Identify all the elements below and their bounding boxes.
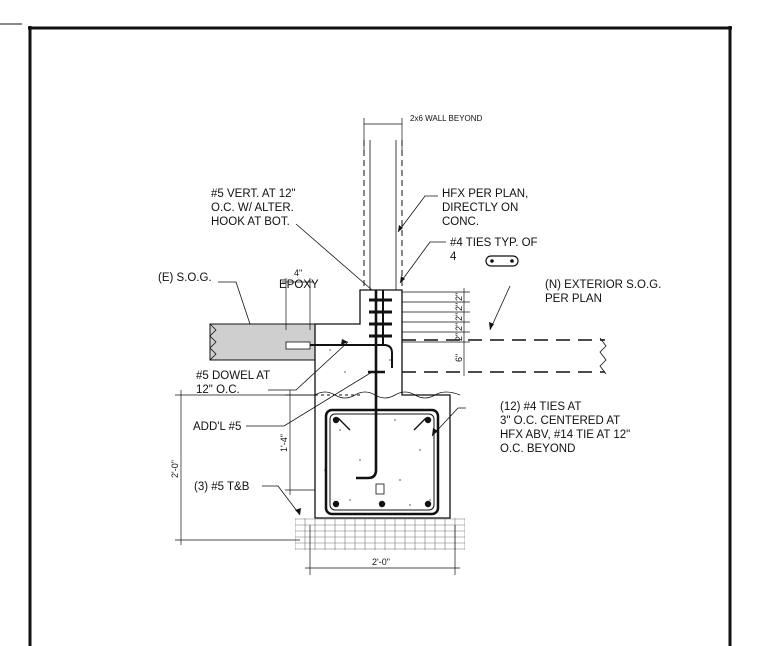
hfx-label-1: HFX PER PLAN, — [442, 188, 528, 200]
dowel-label-2: 12" O.C. — [196, 384, 240, 396]
sheet-border — [0, 23, 732, 646]
wall-beyond-label: 2x6 WALL BEYOND — [410, 114, 483, 123]
dim-2in-4: 2" — [454, 323, 464, 331]
wall-beyond — [363, 118, 403, 295]
epoxy-dim: 4" — [294, 268, 302, 278]
leader-lines — [218, 195, 511, 516]
tie-spacing-dims: 2" 2" 2" 2" 2" 6" — [454, 293, 464, 362]
ties-label-1: #4 TIES TYP. OF — [450, 237, 538, 249]
hfx-label-3: CONC. — [442, 216, 479, 228]
new-sog-label-2: PER PLAN — [545, 293, 602, 305]
new-sog-label-1: (N) EXTERIOR S.O.G. — [545, 279, 661, 291]
dim-slab-thk: 6" — [454, 354, 464, 362]
ties12-label-4: O.C. BEYOND — [500, 443, 575, 455]
vert-label-3: HOOK AT BOT. — [211, 216, 290, 228]
ties12-label-1: (12) #4 TIES AT — [500, 401, 581, 413]
vert-label-1: #5 VERT. AT 12" — [211, 188, 296, 200]
dimension-lines — [175, 278, 470, 575]
dim-depth-1: 1'-4" — [279, 434, 289, 452]
dim-2in-3: 2" — [454, 313, 464, 321]
addl-label: ADD'L #5 — [193, 421, 241, 433]
ties12-label-3: HFX ABV, #14 TIE AT 12" — [500, 429, 630, 441]
ties12-label-2: 3" O.C. CENTERED AT — [500, 415, 620, 427]
dowel-label-1: #5 DOWEL AT — [196, 370, 270, 382]
dim-2in-2: 2" — [454, 303, 464, 311]
leader-arrows — [295, 225, 494, 515]
tie-symbol — [485, 255, 519, 267]
dim-width: 2'-0" — [372, 557, 390, 567]
new-slab — [402, 337, 607, 375]
soil-hatch — [295, 518, 465, 550]
dim-depth-2: 2'-0" — [170, 460, 180, 478]
existing-sog-label: (E) S.O.G. — [158, 272, 212, 284]
rebar — [285, 290, 440, 516]
dim-2in-1: 2" — [454, 293, 464, 301]
dim-2in-5: 2" — [454, 333, 464, 341]
epoxy-label: EPOXY — [279, 279, 319, 291]
vert-label-2: O.C. W/ ALTER. — [211, 202, 294, 214]
ties-label-2: 4 — [450, 251, 457, 263]
hfx-label-2: DIRECTLY ON — [442, 202, 518, 214]
tb-label: (3) #5 T&B — [194, 481, 250, 493]
